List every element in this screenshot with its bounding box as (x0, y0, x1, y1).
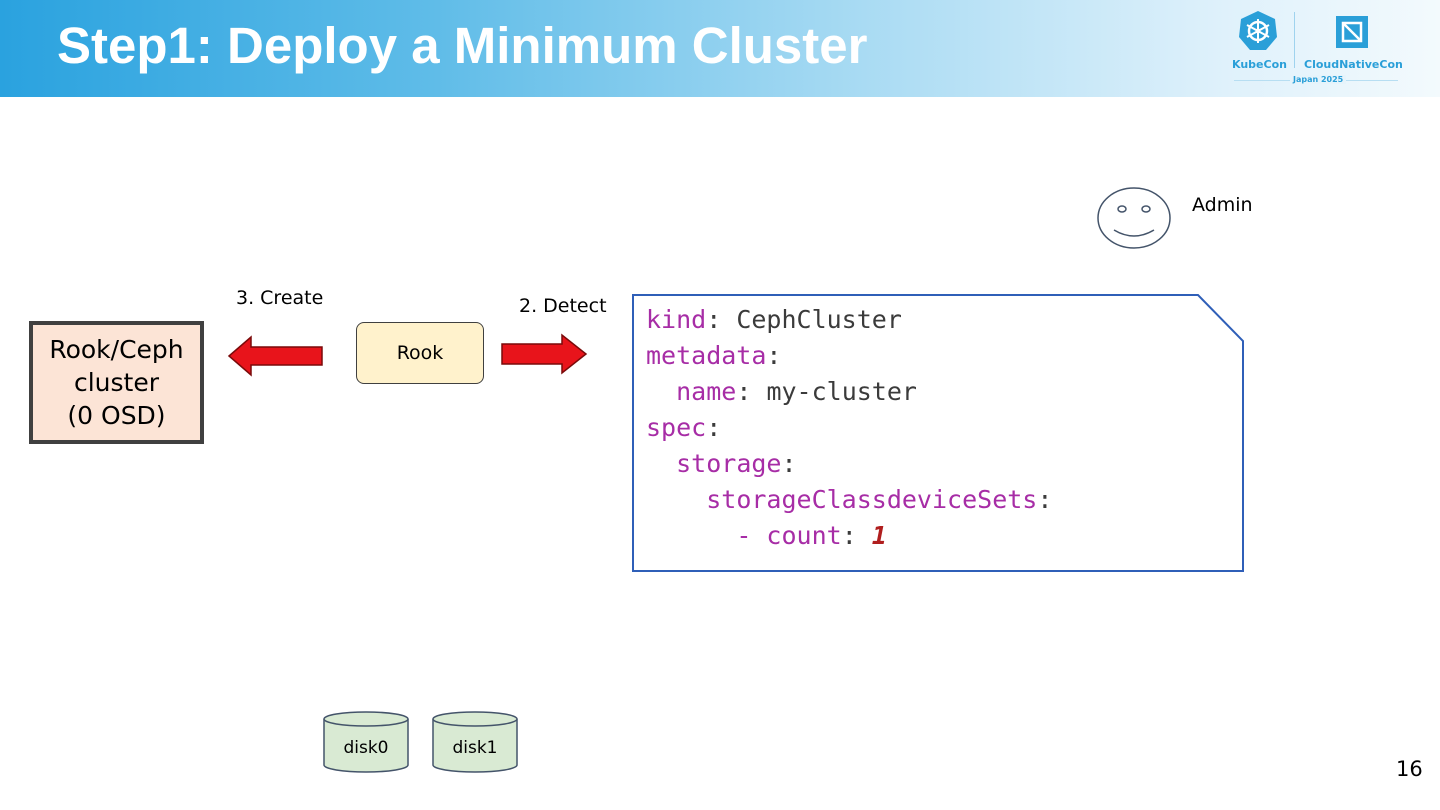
ceph-cluster-yaml: kind: CephCluster metadata: name: my-clu… (632, 294, 1245, 573)
disk0-label: disk0 (343, 738, 389, 758)
page-number: 16 (1396, 757, 1423, 781)
disk0-icon (323, 711, 409, 773)
yaml-value-kind: CephCluster (736, 305, 902, 334)
kubecon-logo-icon (1239, 11, 1277, 50)
yaml-document-shape (632, 294, 1244, 572)
logo-divider (1294, 12, 1295, 68)
yaml-key-count: count (766, 521, 842, 550)
kubecon-text: KubeCon (1232, 58, 1287, 71)
yaml-key-device-sets: storageClassdeviceSets (706, 485, 1038, 514)
cluster-box-line2: cluster (73, 368, 160, 397)
create-label: 3. Create (236, 287, 324, 309)
cloudnativecon-logo-icon (1336, 16, 1368, 48)
detect-label: 2. Detect (519, 295, 607, 317)
conference-logo: KubeCon CloudNativeCon Japan 2025 (1226, 8, 1406, 90)
yaml-key-kind: kind (646, 305, 707, 334)
yaml-key-name: name (676, 377, 737, 406)
yaml-value-count: 1 (871, 521, 887, 550)
detect-arrow-icon (501, 333, 588, 375)
disk1-label: disk1 (452, 738, 498, 758)
yaml-key-metadata: metadata (646, 341, 767, 370)
cloudnativecon-text: CloudNativeCon (1304, 58, 1403, 71)
event-year-text: Japan 2025 (1290, 75, 1347, 84)
yaml-code: kind: CephCluster metadata: name: my-clu… (646, 305, 1053, 550)
page-title: Step1: Deploy a Minimum Cluster (57, 17, 868, 74)
admin-label: Admin (1192, 194, 1253, 216)
yaml-key-storage: storage (676, 449, 782, 478)
disk1-icon (432, 711, 518, 773)
rook-operator-box: Rook (356, 322, 484, 384)
cluster-box-line1: Rook/Ceph (49, 335, 184, 364)
yaml-key-spec: spec (646, 413, 707, 442)
admin-face-icon (1097, 187, 1171, 249)
rook-ceph-cluster-box: Rook/Ceph cluster (0 OSD) (29, 321, 204, 444)
create-arrow-icon (227, 335, 323, 377)
header-bar: Step1: Deploy a Minimum Cluster KubeCon … (0, 0, 1440, 97)
cluster-box-line3: (0 OSD) (67, 401, 166, 430)
rook-box-label: Rook (396, 342, 444, 364)
yaml-value-name: my-cluster (766, 377, 917, 406)
